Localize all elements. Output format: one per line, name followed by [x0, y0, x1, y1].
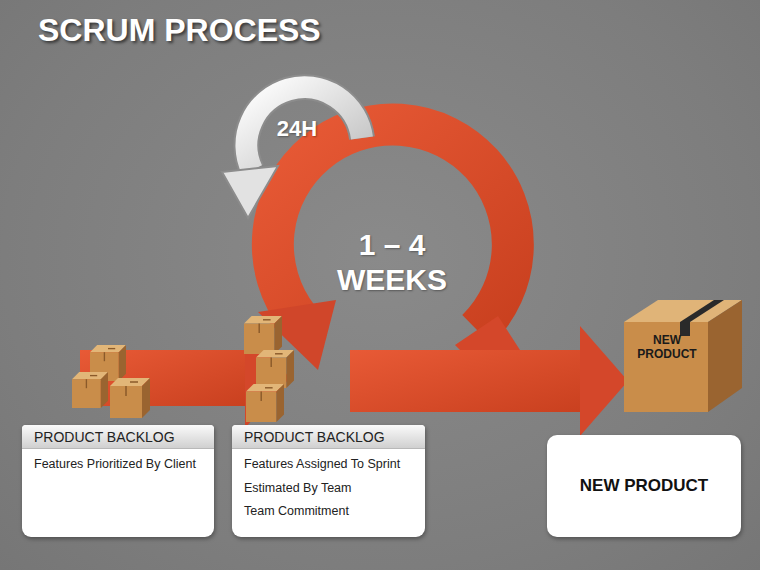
diagram-title: SCRUM PROCESS: [38, 12, 321, 49]
panel-heading: PRODUCT BACKLOG: [22, 425, 214, 449]
backlog-boxes: [72, 345, 150, 418]
panel-line: Team Commitment: [244, 504, 415, 520]
output-arrow: [350, 326, 628, 436]
backlog-panel: PRODUCT BACKLOG Features Prioritized By C…: [22, 425, 214, 537]
panel-line: Features Prioritized By Client: [34, 457, 204, 473]
panel-heading: PRODUCT BACKLOG: [232, 425, 425, 449]
backlog-panel: PRODUCT BACKLOGFeatures Assigned To Spri…: [232, 425, 425, 537]
panel-body: Features Assigned To SprintEstimated By …: [232, 449, 425, 536]
box-label: NEW PRODUCT: [628, 334, 706, 362]
panel-line: Features Assigned To Sprint: [244, 457, 415, 473]
sprint-loop: [258, 124, 520, 370]
sprint-duration: 1 – 4 WEEKS: [328, 228, 456, 297]
panel-body: Features Prioritized By Client: [22, 449, 214, 489]
box-text: NEW PRODUCT: [580, 476, 708, 496]
cycle-duration: 24H: [262, 116, 332, 141]
product-box-card: NEW PRODUCT: [547, 435, 741, 537]
product-box: [624, 300, 742, 412]
daily-loop: [222, 87, 362, 218]
sprint-boxes: [244, 316, 294, 422]
panel-line: Estimated By Team: [244, 481, 415, 497]
